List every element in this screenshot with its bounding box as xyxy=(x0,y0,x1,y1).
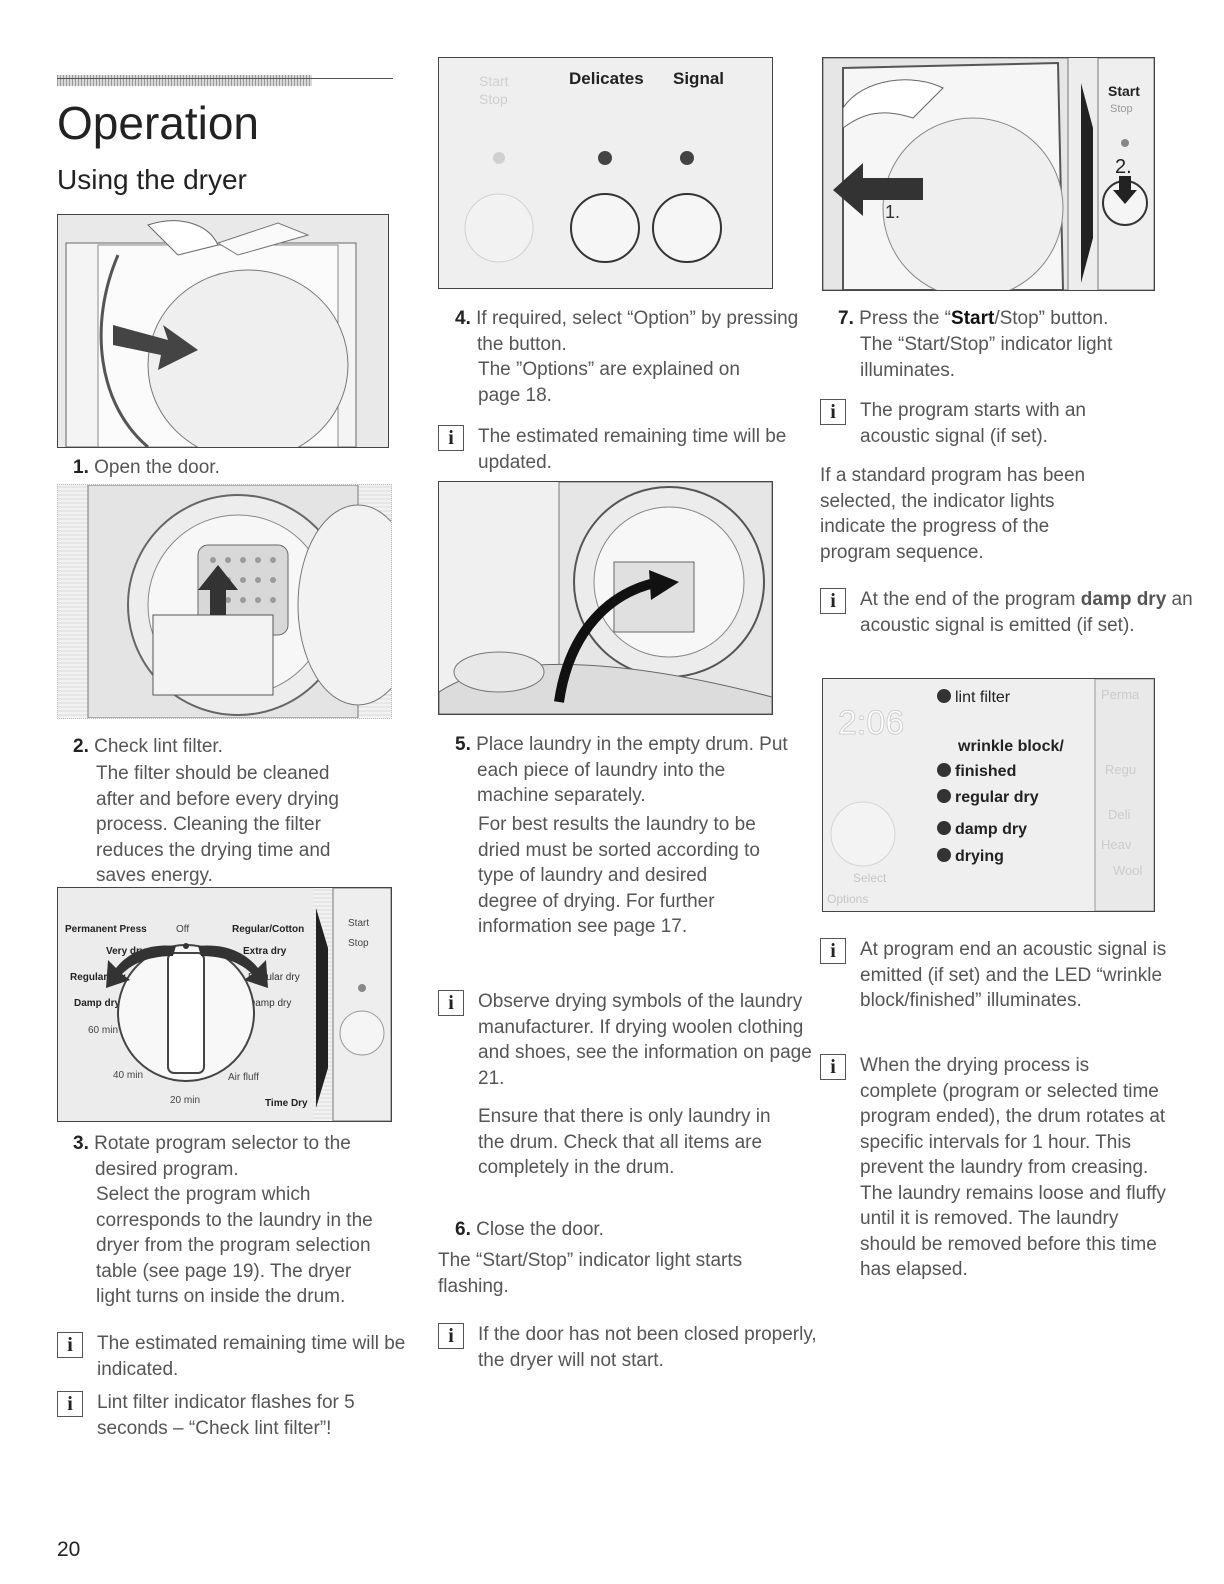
info-icon: i xyxy=(57,1332,83,1358)
section-title: Using the dryer xyxy=(57,164,247,195)
label-stop: Stop xyxy=(1110,103,1133,115)
step-7-detail: The “Start/Stop” indicator light illumin… xyxy=(860,334,1113,381)
label-time-dry: Time Dry xyxy=(265,1098,308,1109)
info-icon: i xyxy=(820,588,846,614)
figure-option-buttons: Start Stop Delicates Signal xyxy=(438,57,773,289)
step-3: 3. Rotate program selector to the desire… xyxy=(73,1133,351,1180)
side-label: Regu xyxy=(1105,762,1136,777)
callout-2: 2. xyxy=(1115,156,1132,178)
step-5: 5. Place laundry in the empty drum. Put … xyxy=(455,734,788,806)
info-icon: i xyxy=(438,425,464,451)
side-label: Wool xyxy=(1113,863,1142,878)
progress-paragraph: If a standard program has been selected,… xyxy=(820,465,1086,563)
label-options: Options xyxy=(827,892,868,906)
info-icon: i xyxy=(820,938,846,964)
label-permanent-press: Permanent Press xyxy=(65,924,147,935)
note-drum: Ensure that there is only laundry in the… xyxy=(478,1106,771,1178)
page-number: 20 xyxy=(57,1538,81,1561)
display-digits: 2:06 xyxy=(838,704,904,742)
label-regular-dry-right: Regular dry xyxy=(248,972,300,983)
indicator-flashing: The “Start/Stop” indicator light starts … xyxy=(438,1250,743,1297)
info-icon: i xyxy=(820,399,846,425)
label-20min: 20 min xyxy=(170,1095,200,1106)
label-damp-dry-right: Damp dry xyxy=(248,998,291,1009)
label-finished: finished xyxy=(955,763,1016,780)
figure-start-button: 1. Start Stop 2. xyxy=(822,57,1155,291)
label-start: Start xyxy=(1108,83,1140,99)
side-label: Perma xyxy=(1101,687,1140,702)
label-start: Start xyxy=(348,918,369,929)
label-lint-filter: lint filter xyxy=(955,689,1011,706)
label-damp-dry: damp dry xyxy=(955,821,1027,838)
step-7: 7. Press the “Start/Stop” button. xyxy=(838,308,1109,329)
label-stop: Stop xyxy=(348,938,369,949)
page-title: Operation xyxy=(57,97,260,149)
info-icon: i xyxy=(820,1054,846,1080)
label-delicates: Delicates xyxy=(569,69,644,88)
label-air-fluff: Air fluff xyxy=(228,1072,259,1083)
label-regular-dry: regular dry xyxy=(955,789,1039,806)
side-label: Deli xyxy=(1108,807,1131,822)
figure-display-panel: 2:06 Select Options lint filter wrinkle … xyxy=(822,678,1155,912)
figure-open-door xyxy=(57,214,389,448)
label-stop: Stop xyxy=(479,91,508,107)
step-4: 4. If required, select “Option” by press… xyxy=(455,308,799,355)
label-select: Select xyxy=(853,871,887,885)
side-label: Heav xyxy=(1101,837,1132,852)
step-5-detail: For best results the laundry to be dried… xyxy=(478,814,760,937)
label-signal: Signal xyxy=(673,69,724,88)
label-damp-dry-left: Damp dry xyxy=(74,998,121,1009)
callout-1: 1. xyxy=(885,202,900,222)
figure-place-laundry xyxy=(438,481,773,715)
step-2: 2. Check lint filter. xyxy=(73,736,223,757)
label-wrinkle-block: wrinkle block/ xyxy=(957,738,1064,755)
label-drying: drying xyxy=(955,848,1004,865)
label-60min: 60 min xyxy=(88,1025,118,1036)
info-icon: i xyxy=(438,990,464,1016)
header-rule xyxy=(57,75,393,87)
label-regular-dry-left: Regular dry xyxy=(70,972,126,983)
label-start: Start xyxy=(479,73,509,89)
info-icon: i xyxy=(57,1391,83,1417)
figure-lint-filter xyxy=(57,484,392,719)
step-2-detail: The filter should be cleaned after and b… xyxy=(96,763,339,886)
step-1: 1. Open the door. xyxy=(73,457,220,478)
step-6: 6. Close the door. xyxy=(455,1219,604,1240)
info-icon: i xyxy=(438,1323,464,1349)
label-regular-cotton: Regular/Cotton xyxy=(232,924,304,935)
label-very-dry: Very dry xyxy=(106,946,146,957)
label-40min: 40 min xyxy=(113,1070,143,1081)
figure-program-selector: Permanent Press Off Regular/Cotton Very … xyxy=(57,887,392,1122)
step-3-detail: Select the program which corresponds to … xyxy=(96,1184,373,1307)
label-extra-dry: Extra dry xyxy=(243,946,287,957)
label-off: Off xyxy=(176,924,189,935)
step-4-detail: The ”Options” are explained on page 18. xyxy=(478,359,740,406)
